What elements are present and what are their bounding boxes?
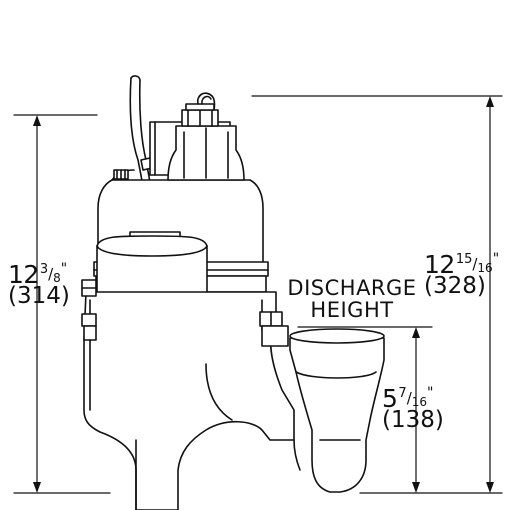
switch-housing [167,92,245,181]
dimension-lines [13,95,503,494]
discharge-height-dimension: 57/16" (138) [382,384,444,433]
left-height-dimension: 123/8" (314) [8,260,70,309]
left-height-den: 8 [53,271,61,285]
right-height-dimension: 1215/16" (328) [424,250,500,299]
discharge-height-mm: (138) [382,407,444,433]
left-height-unit: " [60,261,68,277]
discharge-height-label: DISCHARGE HEIGHT [282,277,422,321]
right-height-mm: (328) [424,273,486,299]
discharge-pipe [289,328,385,493]
discharge-height-unit: " [427,385,434,401]
discharge-height-whole: 5 [382,384,398,413]
discharge-label-line1: DISCHARGE [287,276,417,300]
discharge-height-num: 7 [398,386,407,401]
pump-volute [81,279,301,510]
left-height-mm: (314) [8,283,70,309]
right-height-den: 16 [477,261,493,275]
right-height-unit: " [492,251,500,267]
discharge-height-den: 16 [411,395,428,409]
right-height-num: 15 [455,252,473,267]
left-height-whole: 12 [8,260,39,289]
discharge-label-line2: HEIGHT [310,298,394,323]
right-height-whole: 12 [424,250,455,279]
left-height-num: 3 [39,262,49,277]
